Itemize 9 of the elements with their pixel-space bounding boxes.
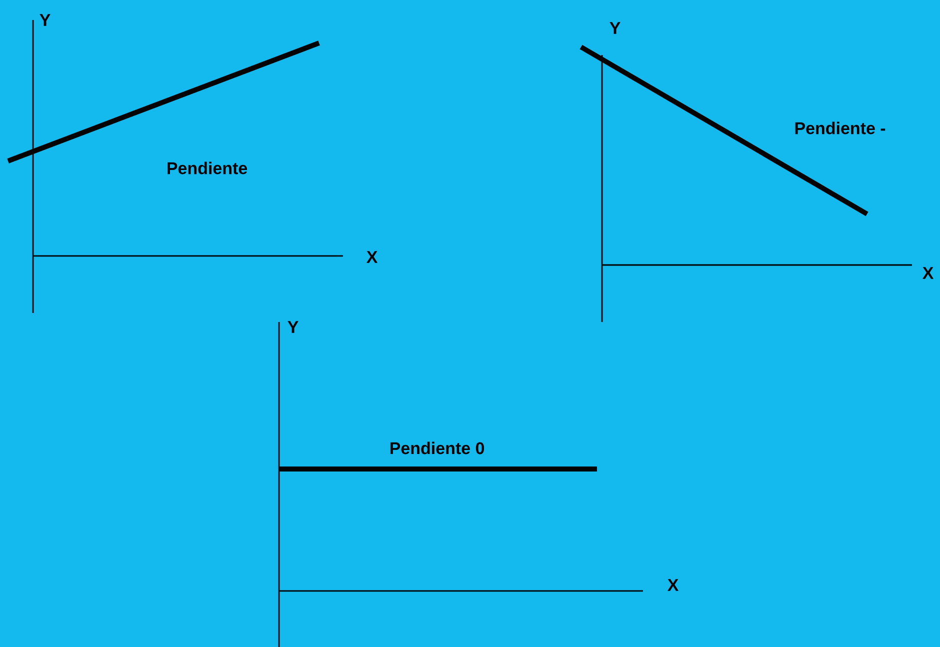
axis-label: X xyxy=(668,579,679,591)
slope-label: Pendiente xyxy=(168,162,248,174)
axis-label: Y xyxy=(610,22,620,34)
slope-label: Pendiente - xyxy=(795,122,886,134)
slope-label: Pendiente 0 xyxy=(390,442,484,454)
axis-label: Y xyxy=(288,321,298,333)
axis-label: X xyxy=(366,251,378,263)
axis-label: Y xyxy=(40,14,50,26)
axis-label: X xyxy=(922,267,934,279)
